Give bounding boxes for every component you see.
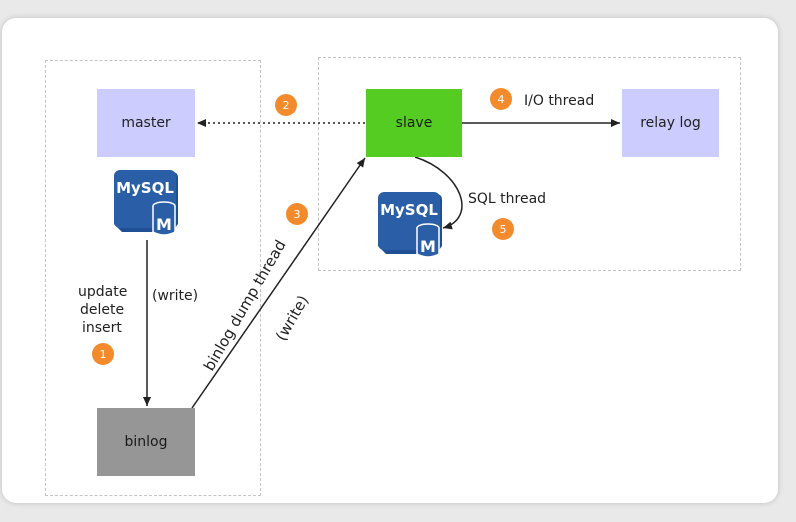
label-io-thread: I/O thread (524, 93, 595, 109)
master-mysql-text: MySQL (116, 179, 174, 197)
label-insert: insert (82, 320, 122, 336)
relay-log-node: relay log (622, 89, 719, 157)
step-badge-5: 5 (492, 218, 514, 240)
arrow-binlog-to-slave (191, 157, 366, 409)
label-write-master: (write) (152, 288, 199, 304)
step-badge-1: 1 (92, 343, 114, 365)
step-badge-3: 3 (286, 203, 308, 225)
label-update: update (78, 284, 128, 300)
slave-mysql-letter: M (420, 237, 436, 256)
label-sql-thread: SQL thread (468, 191, 547, 207)
step-badge-2: 2 (275, 94, 297, 116)
master-node: master (97, 89, 195, 157)
binlog-node: binlog (97, 408, 195, 476)
master-region (45, 60, 261, 496)
master-mysql-icon: MySQL M (114, 170, 178, 236)
step-badge-4: 4 (490, 88, 512, 110)
arrow-sql-thread (414, 156, 463, 230)
slave-node: slave (366, 89, 462, 157)
slave-mysql-icon: MySQL M (378, 192, 442, 258)
slave-mysql-text: MySQL (380, 201, 438, 219)
label-delete: delete (80, 302, 125, 318)
master-mysql-letter: M (156, 215, 172, 234)
slave-region (318, 57, 741, 271)
